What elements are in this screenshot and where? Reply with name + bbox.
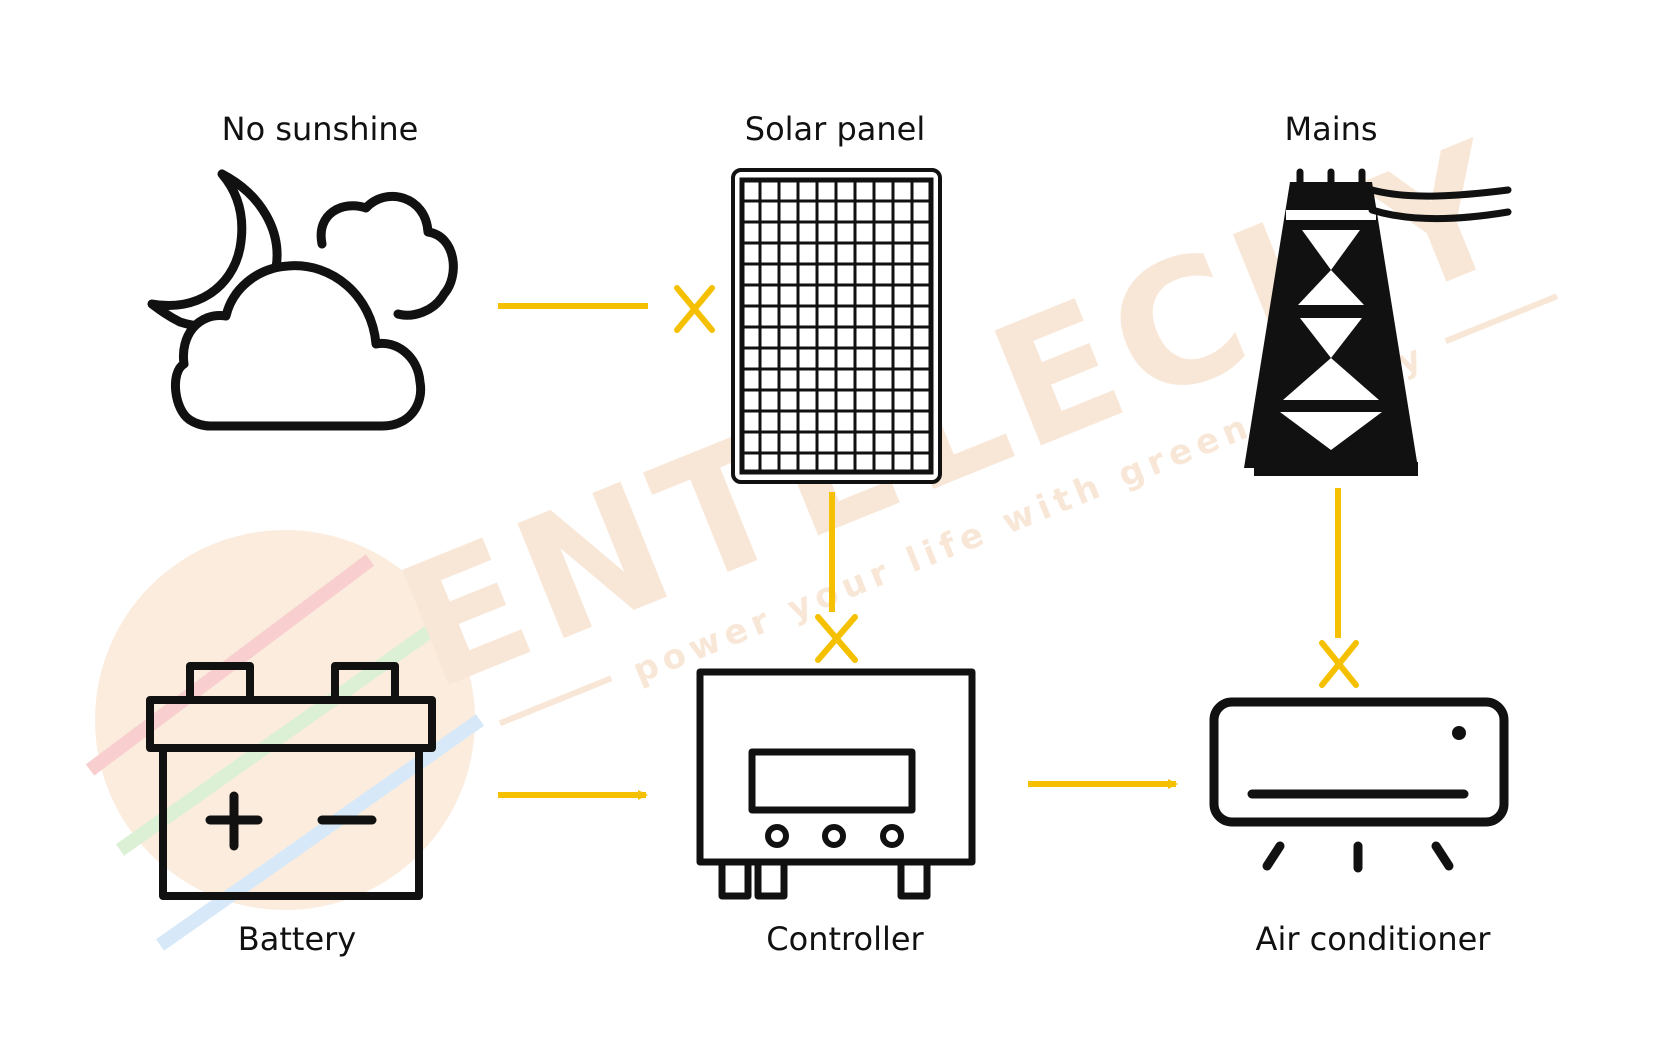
air-conditioner-icon (1209, 697, 1509, 873)
label-air-conditioner: Air conditioner (1255, 920, 1491, 958)
label-battery: Battery (237, 920, 357, 958)
blocked-x-icon (674, 285, 715, 333)
watermark-sun-circle (95, 530, 475, 910)
controller-icon (696, 668, 976, 900)
battery-icon (146, 662, 436, 900)
blocked-x-icon (1319, 640, 1359, 688)
solar-panel-icon (731, 168, 942, 484)
label-no-sunshine: No sunshine (221, 110, 419, 148)
label-solar-panel: Solar panel (744, 110, 926, 148)
label-mains: Mains (1284, 110, 1378, 148)
label-controller: Controller (766, 920, 924, 958)
blocked-x-icon (815, 614, 858, 663)
moon-cloud-icon (147, 169, 458, 431)
power-tower-icon (1244, 168, 1512, 476)
